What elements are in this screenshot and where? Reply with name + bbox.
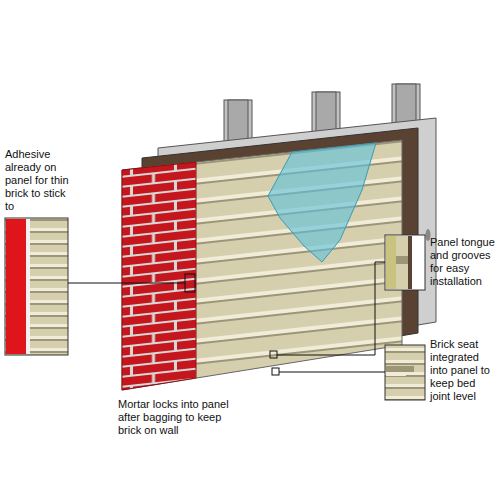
adhesive-detail — [5, 218, 68, 355]
callout-note: Mortar locks into panel after bagging to… — [118, 398, 236, 437]
detail-marker — [270, 351, 277, 358]
grooved-panel — [122, 140, 402, 390]
tongue-groove-detail — [385, 235, 425, 290]
detail-marker — [272, 368, 279, 375]
protective-film — [268, 143, 376, 262]
leader-line — [277, 262, 385, 355]
callout-note: Panel tongue and grooves for easy instal… — [430, 236, 496, 288]
leader-line — [279, 372, 385, 373]
thin-brick — [122, 162, 196, 390]
callout-note: Brick seat integrated into panel to keep… — [430, 338, 496, 403]
brick-seat-detail — [385, 345, 425, 400]
detail-marker — [185, 274, 195, 292]
leader-line — [68, 283, 185, 284]
callout-note: Adhesive already on panel for thin brick… — [5, 148, 77, 213]
